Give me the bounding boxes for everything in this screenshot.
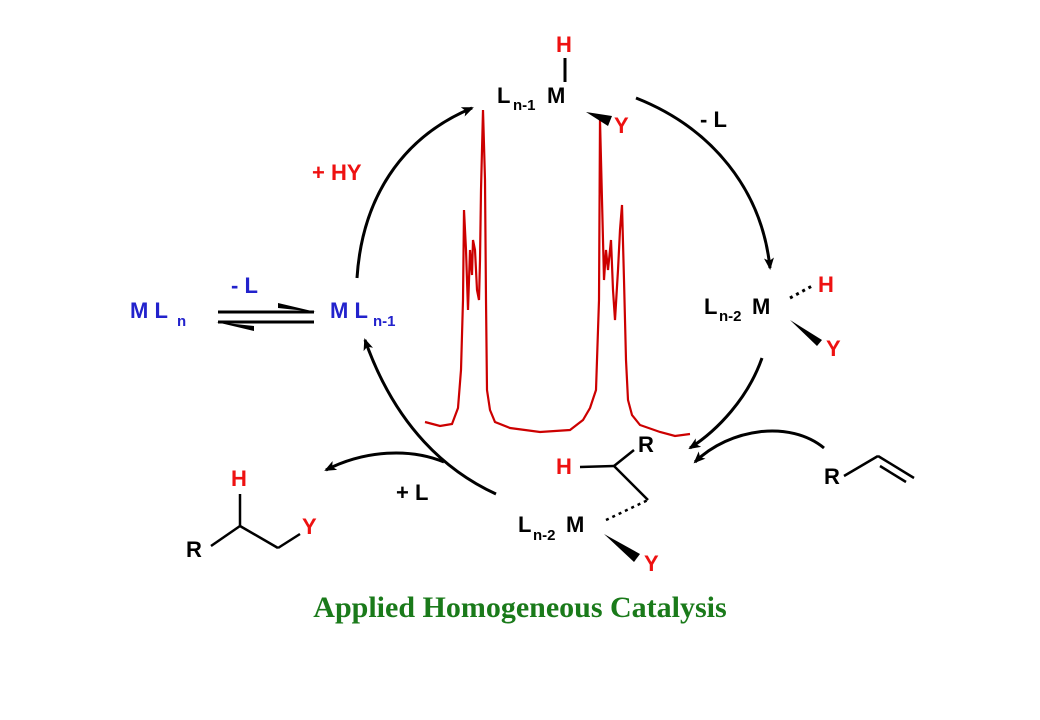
right-l-sub: n-2 [719,308,742,325]
bottom-r-label: R [638,432,654,457]
bottom-l-sub: n-2 [533,527,556,544]
diagram-title: Applied Homogeneous Catalysis [313,591,726,624]
equilibrium-reverse-head [216,322,254,331]
minus-l-left-label: - L [231,273,258,298]
arrow-alkene-insertion [688,357,764,450]
active-catalyst-sub: n-1 [373,313,396,330]
product-r-label: R [186,537,202,562]
plus-hy-label: + HY [312,160,362,185]
bottom-h-label: H [556,454,572,479]
product-h-label: H [231,466,247,491]
arrow-alkene-entry [693,429,825,464]
top-y-label: Y [614,113,629,138]
free-complex-sub: n [177,313,186,330]
arrow-product-release [324,451,445,472]
right-h-label: H [818,272,834,297]
arrow-ligand-loss [635,96,774,270]
bottom-l-label: L [518,512,531,537]
alkene-r-label: R [824,464,840,489]
top-l-label: L [497,83,510,108]
top-l-sub: n-1 [513,97,536,114]
free-complex-label: M L [130,298,168,323]
right-m-label: M [752,294,770,319]
arrow-reductive-elimination [363,338,497,496]
right-y-label: Y [826,336,841,361]
top-h-label: H [556,32,572,57]
plus-l-label: + L [396,480,428,505]
minus-l-top-label: - L [700,107,727,132]
bottom-y-label: Y [644,551,659,576]
right-l-label: L [704,294,717,319]
equilibrium-forward-head [278,303,316,312]
top-m-label: M [547,83,565,108]
active-catalyst-label: M L [330,298,368,323]
product-y-label: Y [302,514,317,539]
bottom-m-label: M [566,512,584,537]
spectrum-trace [424,109,691,438]
arrow-hy-addition [355,106,474,279]
